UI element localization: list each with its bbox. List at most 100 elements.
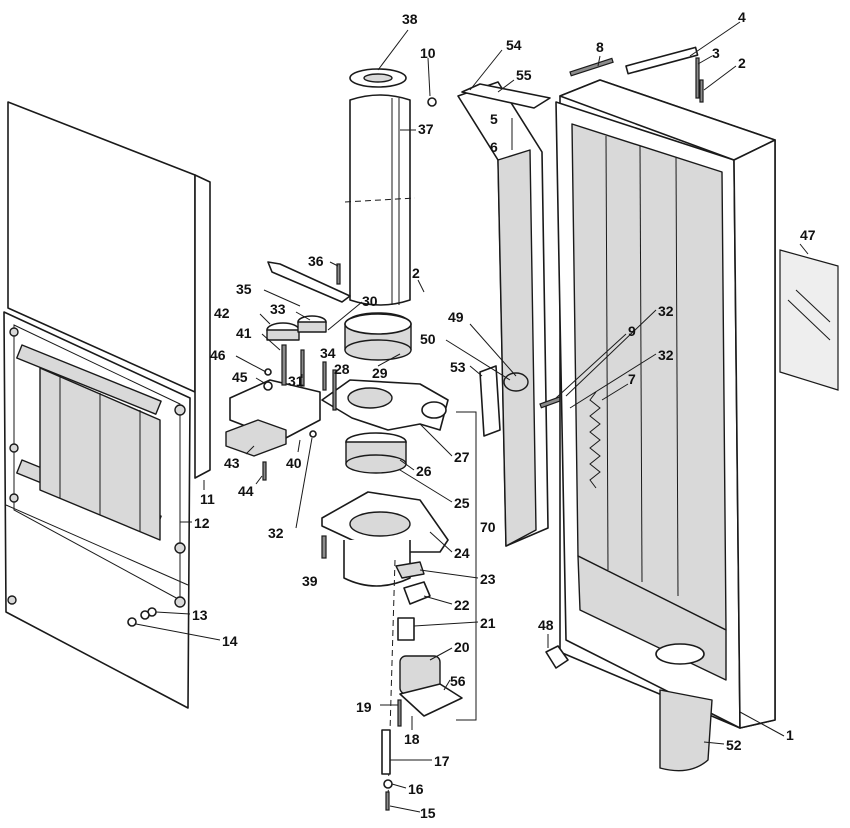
- callout-38: 38: [402, 11, 418, 27]
- callout-5: 5: [490, 111, 498, 127]
- callout-40: 40: [286, 455, 302, 471]
- leader-27: [419, 423, 453, 457]
- leader-9: [555, 333, 627, 399]
- glass-reflect-1: [787, 299, 831, 341]
- leader-55: [497, 79, 515, 93]
- clip-48: [545, 645, 569, 669]
- callout-21: 21: [480, 615, 496, 631]
- plate-24-hole: [349, 511, 411, 537]
- bracket-70: [456, 411, 477, 721]
- ring-32: [309, 430, 317, 438]
- callout-32-lower: 32: [658, 347, 674, 363]
- door-screw-2: [9, 443, 19, 453]
- callout-6: 6: [490, 139, 498, 155]
- callout-7: 7: [628, 371, 636, 387]
- door-lower-division: [5, 504, 189, 586]
- cabinet-channel-3: [675, 156, 679, 597]
- callout-9: 9: [628, 323, 636, 339]
- leader-22: [423, 595, 453, 605]
- glass-panel-47: [779, 249, 839, 391]
- drive-rings: [344, 312, 412, 474]
- outlet-nozzle-52: [659, 689, 713, 772]
- bracket-54-55: [461, 83, 551, 109]
- leader-8: [597, 55, 601, 67]
- nut-14: [127, 617, 137, 627]
- cabinet-channel-1: [605, 135, 609, 571]
- leader-46: [235, 355, 267, 373]
- mount-56: [399, 683, 463, 717]
- leader-30: [327, 301, 363, 331]
- rod-8: [569, 57, 614, 77]
- callout-labels: 1 2 2 3 4 5 6 7 8 9 10 11 12 13 14 15 16…: [192, 9, 816, 821]
- leader-24: [429, 531, 453, 553]
- lever-35: [267, 261, 351, 303]
- callout-46: 46: [210, 347, 226, 363]
- leader-10: [427, 57, 431, 97]
- leader-35: [263, 289, 301, 307]
- callout-15: 15: [420, 805, 436, 821]
- callout-42: 42: [214, 305, 230, 321]
- leader-14: [135, 623, 221, 641]
- callout-19: 19: [356, 699, 372, 715]
- callout-36: 36: [308, 253, 324, 269]
- callout-8: 8: [596, 39, 604, 55]
- door-handle-upper: [16, 344, 162, 415]
- door-screw-1: [9, 327, 19, 337]
- leader-1: [739, 711, 785, 737]
- callout-2-mid: 2: [412, 265, 420, 281]
- cabinet-side-face: [733, 139, 776, 729]
- leader-32b: [569, 353, 657, 409]
- callout-24: 24: [454, 545, 470, 561]
- leader-43: [245, 445, 255, 455]
- leader-21: [413, 621, 479, 627]
- leader-53: [469, 365, 483, 377]
- leader-4: [689, 21, 741, 57]
- leader-32c: [295, 437, 313, 529]
- callout-16: 16: [408, 781, 424, 797]
- door-screw-6: [174, 596, 186, 608]
- callout-45: 45: [232, 369, 248, 385]
- leader-3: [697, 55, 713, 65]
- callout-34: 34: [320, 345, 336, 361]
- callout-50: 50: [420, 331, 436, 347]
- callout-17: 17: [434, 753, 450, 769]
- gear-33-body: [297, 321, 327, 333]
- gear-ring-29-top: [344, 313, 412, 335]
- leader-2b: [417, 279, 425, 293]
- callout-32-upper: 32: [658, 303, 674, 319]
- pin-2: [699, 79, 704, 103]
- plate-27-hole: [347, 387, 393, 409]
- leader-2: [703, 65, 737, 91]
- door-screw-7: [7, 595, 17, 605]
- callout-28: 28: [334, 361, 350, 377]
- callout-49: 49: [448, 309, 464, 325]
- callout-35: 35: [236, 281, 252, 297]
- gear-ring-26-bottom: [345, 454, 407, 474]
- side-rail-assembly: [457, 81, 567, 547]
- leader-7: [601, 383, 629, 401]
- leader-15: [389, 805, 421, 813]
- canister-lid-inner: [363, 73, 393, 83]
- callout-30: 30: [362, 293, 378, 309]
- washer-16: [383, 779, 393, 789]
- pivot-50: [503, 372, 529, 392]
- leader-23: [419, 569, 479, 579]
- callout-20: 20: [454, 639, 470, 655]
- callout-25: 25: [454, 495, 470, 511]
- callout-4: 4: [738, 9, 746, 25]
- shaft-31: [300, 349, 305, 387]
- rod-4: [625, 46, 699, 75]
- callout-39: 39: [302, 573, 318, 589]
- motor-bracket-assembly: [225, 261, 351, 481]
- plates: [321, 379, 449, 587]
- screw-36: [336, 263, 341, 285]
- glass-reflect-2: [795, 289, 831, 323]
- cabinet-outlet: [655, 643, 705, 665]
- shaft-17: [381, 729, 391, 775]
- bracket-53: [479, 365, 501, 437]
- screw-10: [427, 97, 437, 107]
- canister-assembly: [344, 68, 437, 306]
- callout-47: 47: [800, 227, 816, 243]
- gear-42-body: [266, 329, 300, 341]
